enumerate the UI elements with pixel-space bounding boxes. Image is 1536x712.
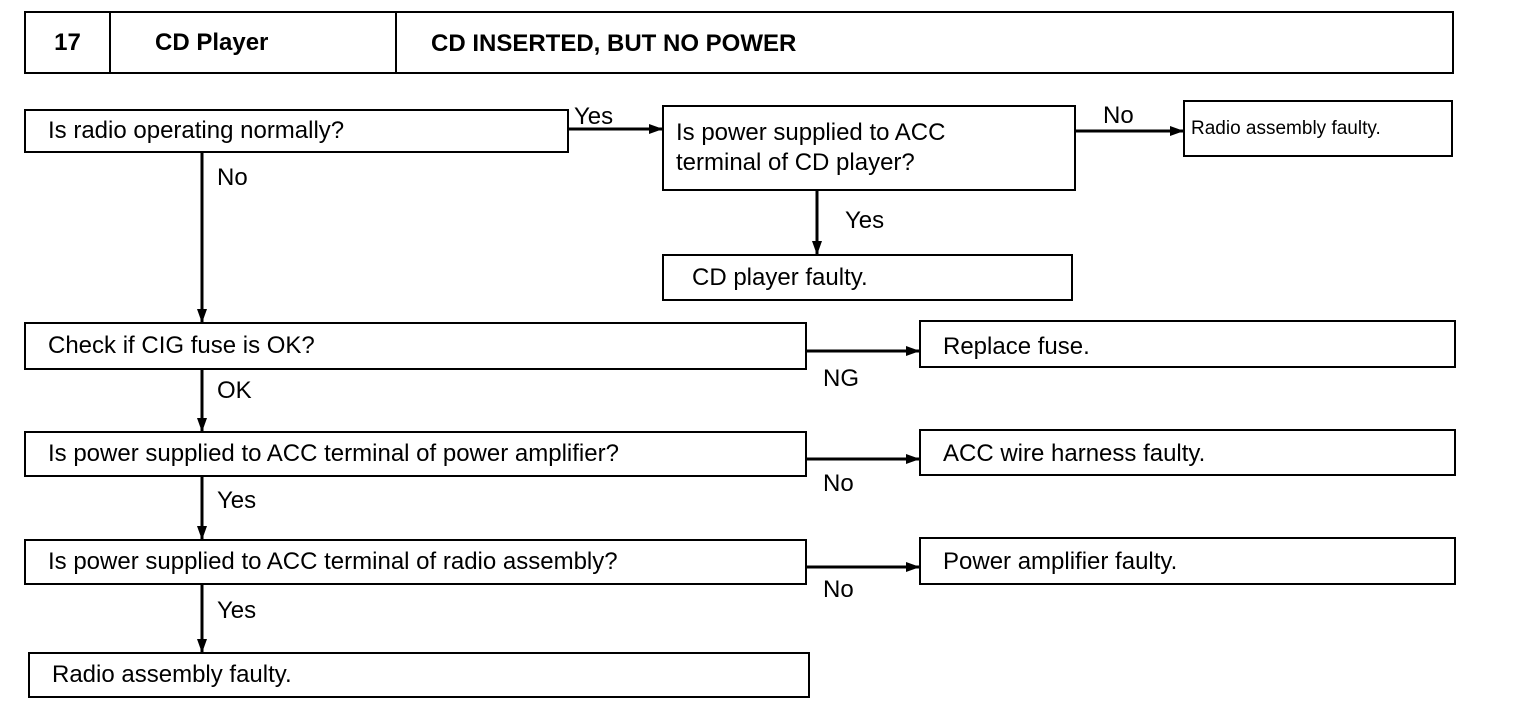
label-yes-acc-cd: Yes	[845, 207, 885, 234]
node-cd-player-faulty: CD player faulty.	[662, 254, 1073, 301]
node-power-amp-faulty: Power amplifier faulty.	[919, 537, 1456, 585]
label-yes-acc-amp: Yes	[217, 487, 257, 514]
node-radio-faulty-bottom: Radio assembly faulty.	[28, 652, 810, 698]
node-acc-cd-player: Is power supplied to ACC terminal of CD …	[662, 105, 1076, 191]
node-cig-fuse: Check if CIG fuse is OK?	[24, 322, 807, 370]
label-ok-fuse: OK	[217, 377, 252, 404]
label-yes-radio-normal: Yes	[574, 103, 614, 130]
node-wire-harness-faulty: ACC wire harness faulty.	[919, 429, 1456, 476]
procedure-number: 17	[26, 13, 111, 72]
label-no-acc-amp: No	[823, 470, 854, 497]
node-radio-operating: Is radio operating normally?	[24, 109, 569, 153]
procedure-title: CD INSERTED, BUT NO POWER	[431, 30, 797, 57]
header-bar: 17 CD Player CD INSERTED, BUT NO POWER	[24, 11, 1454, 74]
node-radio-faulty-top: Radio assembly faulty.	[1183, 100, 1453, 157]
node-acc-radio-assembly: Is power supplied to ACC terminal of rad…	[24, 539, 807, 585]
label-no-acc-radio: No	[823, 576, 854, 603]
label-no-radio-normal: No	[217, 164, 248, 191]
procedure-subject: CD Player	[111, 13, 397, 72]
node-replace-fuse: Replace fuse.	[919, 320, 1456, 368]
label-no-acc-cd: No	[1103, 102, 1134, 129]
node-acc-power-amp: Is power supplied to ACC terminal of pow…	[24, 431, 807, 477]
label-ng-fuse: NG	[823, 365, 859, 392]
label-yes-acc-radio: Yes	[217, 597, 257, 624]
